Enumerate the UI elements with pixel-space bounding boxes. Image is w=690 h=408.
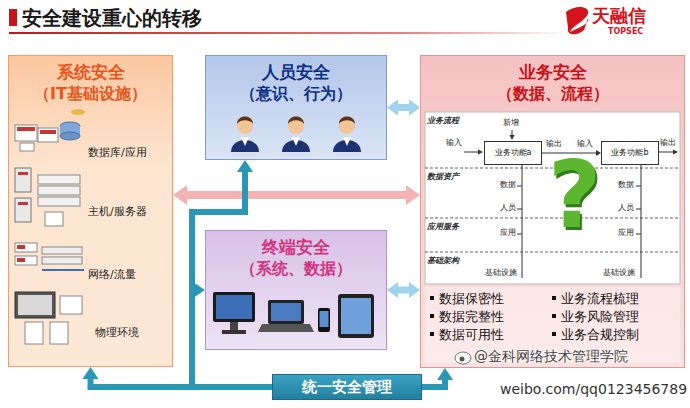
connector-line [397, 104, 410, 111]
arrow-head [387, 282, 398, 298]
flow-label: 应用 [500, 228, 516, 238]
panel-subheading: （意识、行为） [240, 84, 352, 103]
connector [192, 160, 272, 387]
flow-label: 人员 [500, 203, 516, 213]
flow-label: 基础设施 [603, 268, 635, 278]
panel-subheading: （系统、数据） [240, 259, 352, 278]
bullet-item: 业务合规控制 [561, 327, 639, 343]
slide-title: 安全建设重心的转移 [22, 6, 202, 30]
logo-subtext: TOPSEC [608, 27, 643, 37]
connector-line [422, 379, 445, 387]
terminal-icons [213, 292, 374, 338]
flow-label: 输入 [446, 138, 462, 148]
arrow-head [406, 185, 420, 205]
panel-subheading: （数据、流程） [497, 84, 609, 103]
bullet-item: 业务风险管理 [561, 309, 639, 325]
panel-heading: 业务安全 [519, 62, 587, 82]
network-icons [15, 243, 84, 270]
part-label: 数据库/应用 [88, 146, 147, 159]
arrow-head [173, 185, 187, 205]
connector-line [186, 191, 407, 199]
watermark: @金科网络技术管理学院 [474, 348, 628, 365]
flow-label: 输出 [546, 139, 562, 149]
panel-heading: 终端安全 [262, 237, 330, 257]
arrow-head [409, 282, 420, 298]
arrow-head [193, 282, 205, 298]
arrow-head [387, 100, 398, 116]
lane-label: 数据资产 [427, 172, 459, 182]
panel-heading: 人员安全 [262, 62, 330, 82]
flow-label: 人员 [618, 203, 634, 213]
box-label: 业务功能a [495, 148, 532, 158]
question-mark: ? [548, 150, 601, 242]
connector [387, 282, 420, 298]
weibo-icon [455, 352, 471, 364]
flow-label: 数据 [618, 180, 634, 190]
panel-subheading: （IT基础设施） [34, 84, 147, 103]
watermark: weibo.com/qq0123456789 [500, 381, 687, 398]
flow-label: 基础设施 [485, 268, 517, 278]
person-icons [231, 117, 361, 153]
bar-label: 统一安全管理 [302, 378, 392, 396]
part-label: 物理环境 [95, 326, 139, 339]
bullet-item: 数据完整性 [439, 309, 504, 325]
flow-label: 输出 [660, 138, 676, 148]
arrow-head [83, 367, 99, 379]
flow-label: 新增 [503, 118, 519, 128]
connector [422, 368, 453, 387]
flow-label: 数据 [500, 180, 516, 190]
connector-line [192, 171, 272, 387]
server-icons [15, 168, 80, 226]
connector-line [397, 287, 410, 294]
database-icons [15, 109, 85, 151]
bullet-dots [430, 296, 556, 336]
arrow-head [437, 368, 453, 380]
lane-label: 应用服务 [427, 222, 459, 232]
part-label: 主机/服务器 [88, 205, 147, 218]
flow-label: 输入 [577, 139, 593, 149]
connector [192, 282, 272, 387]
flow-label: 应用 [618, 228, 634, 238]
function-box: 业务功能b [601, 141, 659, 165]
box-label: 业务功能b [611, 148, 648, 158]
management-bar: 统一安全管理 [272, 374, 422, 400]
function-box: 业务功能a [484, 141, 542, 165]
connector-line [192, 290, 272, 387]
connector [387, 100, 420, 116]
title-marker [9, 9, 17, 26]
panel-heading: 系统安全 [57, 62, 125, 82]
title-underline [9, 32, 569, 34]
physical-icons [15, 292, 82, 344]
bullet-item: 数据可用性 [439, 327, 504, 343]
lane-label: 业务流程 [427, 116, 459, 126]
logo-text: 天融信 [592, 5, 646, 27]
connector [173, 185, 420, 205]
part-label: 网络/流量 [88, 268, 136, 281]
lane-label: 基础架构 [427, 256, 459, 266]
bullet-item: 数据保密性 [439, 291, 504, 307]
flowchart-panel [425, 112, 680, 284]
arrow-head [237, 160, 253, 172]
arrow-head [409, 100, 420, 116]
logo-swoosh [566, 7, 588, 34]
bullet-item: 业务流程梳理 [561, 291, 639, 307]
